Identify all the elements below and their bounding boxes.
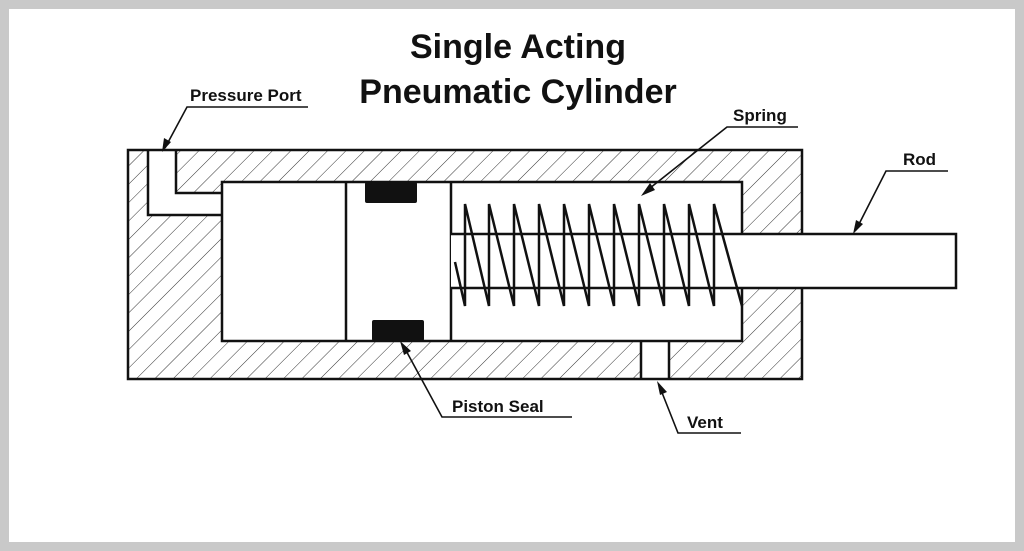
title-line-2: Pneumatic Cylinder <box>359 73 677 111</box>
leader-spring <box>644 126 798 193</box>
arrowhead-spring <box>641 183 655 196</box>
leader-piston-seal <box>402 344 572 418</box>
pressure-port-passage <box>146 150 222 217</box>
label-pressure-port: Pressure Port <box>190 86 302 105</box>
vent-opening <box>639 341 671 379</box>
label-rod: Rod <box>903 150 936 169</box>
piston-seal-bottom <box>372 320 424 341</box>
label-piston-seal: Piston Seal <box>452 397 544 416</box>
label-vent: Vent <box>687 413 723 432</box>
label-spring: Spring <box>733 106 787 125</box>
arrowhead-pressure-port <box>162 138 171 152</box>
piston-seal-top <box>365 182 417 203</box>
title-line-1: Single Acting <box>410 28 626 66</box>
spring <box>453 203 744 307</box>
leader-pressure-port <box>164 106 308 149</box>
arrowhead-vent <box>657 381 667 395</box>
leader-rod <box>855 170 948 231</box>
arrowhead-rod <box>853 220 863 234</box>
arrowhead-piston-seal <box>400 341 411 355</box>
leader-vent <box>658 384 741 434</box>
